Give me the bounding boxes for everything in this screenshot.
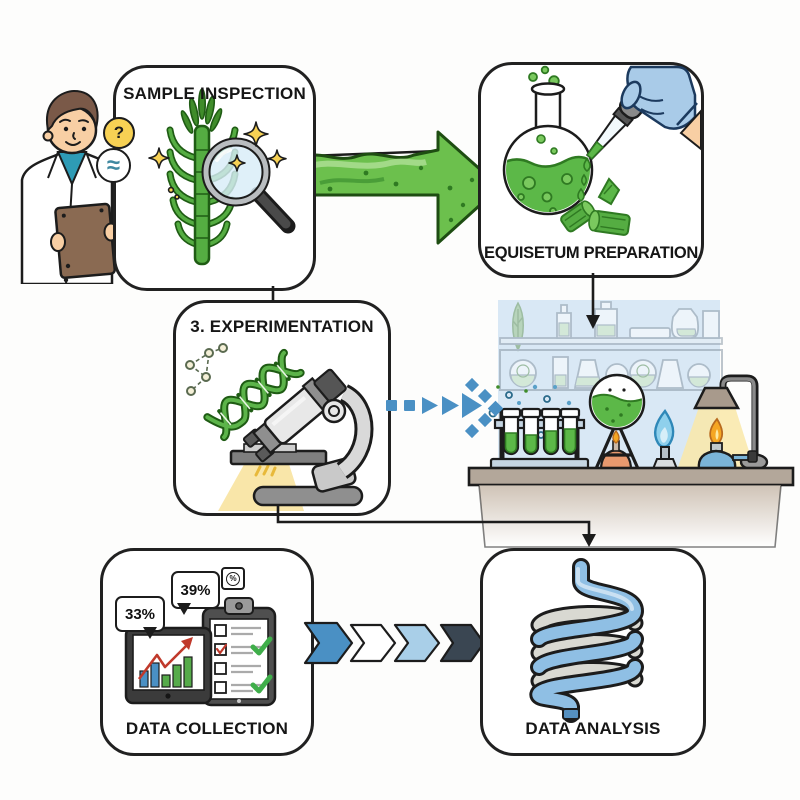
stat-bubble-39-tail: [177, 603, 191, 615]
molecule-icon: [185, 343, 228, 396]
experimentation-title: 3. EXPERIMENTATION: [190, 317, 374, 336]
checklist-clipboard-icon: [201, 597, 277, 707]
experimentation-box: 3. EXPERIMENTATION: [173, 300, 391, 516]
spiral-coil-icon: [529, 558, 645, 723]
speech-bubble-approx: ≈: [96, 148, 131, 183]
magnifying-glass-icon: [201, 137, 296, 234]
lab-bench-scene: [467, 300, 795, 548]
percent-chip-text: %: [226, 571, 240, 586]
stat-33-text: 33%: [124, 605, 156, 623]
lab-bench: [467, 466, 795, 548]
green-flow-arrow: [300, 130, 502, 245]
gloved-hand-dropper-icon: [585, 65, 701, 161]
arrow-body: [300, 130, 502, 245]
data-collection-box: 33% 39% % DATA COLLECTION: [100, 548, 314, 756]
plant-pieces-icon: [560, 177, 631, 236]
question-badge: ?: [103, 117, 135, 149]
sample-inspection-box: SAMPLE INSPECTION: [113, 65, 316, 291]
sparkle-icons: [148, 121, 287, 200]
scientist-figure: [20, 89, 119, 284]
equisetum-preparation-title: EQUISETUM PREPARATION: [483, 244, 699, 262]
percent-chip-icon: %: [221, 567, 245, 590]
approx-sign-text: ≈: [106, 151, 121, 179]
dashed-arrow: [386, 377, 504, 439]
tablet-chart-icon: [124, 626, 213, 705]
preparation-illustration: [502, 65, 701, 236]
stat-bubble-39: 39%: [171, 571, 220, 609]
microscope-icon: [229, 368, 374, 507]
alcohol-burner-icon: [697, 417, 758, 471]
flask-icon: [502, 82, 594, 216]
data-collection-illustration: [124, 597, 277, 707]
blue-flame-burner-icon: [651, 408, 679, 470]
green-drops: [577, 157, 591, 203]
heating-flask-icon: [588, 373, 646, 472]
equisetum-preparation-box: EQUISETUM PREPARATION: [478, 62, 704, 278]
plant-inspection-illustration: [148, 88, 296, 266]
chevron-arrows: [303, 621, 485, 665]
stat-bubble-33-tail: [143, 627, 157, 639]
question-mark-text: ?: [113, 123, 125, 142]
experimentation-illustration: [185, 343, 374, 511]
data-collection-title: DATA COLLECTION: [125, 719, 289, 738]
hair: [45, 89, 99, 133]
dna-icon: [203, 348, 305, 442]
sample-inspection-title: SAMPLE INSPECTION: [123, 84, 306, 103]
stat-39-text: 39%: [180, 581, 211, 599]
data-analysis-box: DATA ANALYSIS: [480, 548, 706, 756]
data-analysis-title: DATA ANALYSIS: [525, 719, 661, 738]
stat-bubble-33: 33%: [115, 596, 165, 632]
horsetail-plant-icon: [166, 88, 239, 266]
